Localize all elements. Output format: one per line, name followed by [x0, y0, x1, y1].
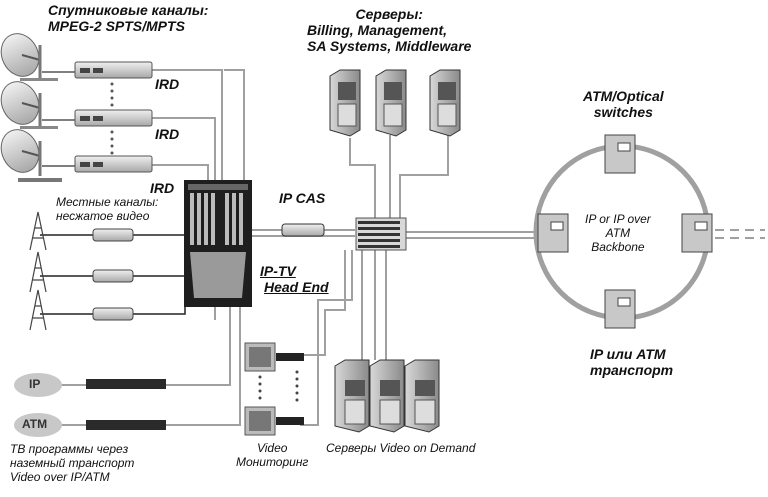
servers-title: Серверы: Billing, Management, SA Systems… [307, 6, 471, 54]
transport-line1: IP или ATM [590, 346, 666, 362]
monitor-display-icon [244, 406, 304, 436]
satellite-title-line2: MPEG-2 SPTS/MPTS [48, 18, 185, 35]
ird-dots [110, 82, 114, 155]
connections [60, 69, 765, 426]
atm-switches-line2: switches [593, 104, 653, 121]
server-tower-icon [404, 359, 440, 433]
link-monitor [300, 250, 353, 426]
ird-device-icon [42, 61, 153, 79]
server-tower-icon [334, 359, 370, 433]
encoder-device-icon [92, 228, 134, 242]
local-channels-label: Местные каналы: несжатое видео [56, 195, 159, 224]
atm-switch-icon [604, 289, 636, 329]
atm-ring [533, 134, 713, 329]
local-channels-line1: Местные каналы: [56, 195, 159, 209]
atm-switch-icon [537, 213, 569, 253]
link-sat-bus [224, 69, 245, 182]
server-tower-icon [329, 69, 361, 137]
vod-servers-label: Серверы Video on Demand [326, 441, 476, 455]
ird-label-3: IRD [150, 180, 175, 196]
antenna-tower-icon [29, 289, 47, 331]
satellite-title-line1: Спутниковые каналы: [48, 2, 209, 18]
terrestrial-antennas [29, 211, 47, 331]
link-atm-cloud [60, 300, 241, 426]
transport-line2: транспорт [590, 362, 674, 379]
cloud-atm-label: ATM [22, 417, 48, 431]
ird-device-icon [42, 109, 153, 127]
link-ird-3 [152, 164, 209, 182]
atm-switch-icon [604, 134, 636, 174]
satellite-dish-icon [0, 33, 42, 80]
link-server-1 [349, 138, 376, 218]
encoder-device-icon [92, 269, 134, 283]
terrestrial-line3: Video over IP/ATM [10, 469, 110, 484]
monitoring-label: Video Мониторинг [236, 441, 309, 470]
backbone-label: IP or IP over ATM Backbone [585, 212, 651, 254]
ird-label-2: IRD [155, 126, 180, 142]
ird-label-1: IRD [155, 76, 180, 92]
atm-switches-line1: ATM/Optical [583, 88, 664, 104]
servers-title-line1: Серверы: [355, 6, 423, 22]
core-switch-icon [355, 217, 407, 251]
management-servers [329, 69, 461, 137]
server-tower-icon [369, 359, 405, 433]
link-ird-1 [152, 69, 223, 182]
transport-modem-icon [86, 379, 166, 389]
server-tower-icon [375, 69, 407, 137]
link-server-3 [399, 135, 449, 218]
backbone-line2: ATM [605, 225, 631, 240]
local-encoders [92, 228, 134, 321]
link-ip-cloud [60, 300, 231, 386]
satellite-dish-icon [0, 78, 58, 128]
local-channels-line2: несжатое видео [56, 208, 150, 223]
antenna-tower-icon [29, 211, 47, 251]
atm-switches-label: ATM/Optical switches [583, 88, 664, 120]
antenna-tower-icon [29, 251, 47, 293]
headend-line2: Head End [264, 279, 329, 296]
satellite-dish-icon [0, 126, 62, 182]
terrestrial-line1: ТВ программы через [10, 442, 129, 456]
atm-cloud-icon [14, 413, 62, 437]
monitoring-line2: Мониторинг [236, 454, 309, 469]
satellite-dishes [0, 33, 62, 182]
link-monitor-2 [300, 250, 346, 356]
servers-title-line2: Billing, Management, [307, 22, 448, 39]
monitoring-line1: Video [256, 441, 288, 455]
atm-switch-icon [681, 213, 713, 253]
ip-cas-label: IP CAS [279, 190, 326, 206]
transport-label: IP или ATM транспорт [590, 346, 673, 378]
ip-cas-device-icon [281, 223, 325, 237]
satellite-channels-title: Спутниковые каналы: MPEG-2 SPTS/MPTS [48, 2, 208, 34]
ip-cloud-icon [14, 373, 62, 397]
terrestrial-line2: наземный транспорт [10, 455, 135, 470]
monitoring [244, 342, 304, 436]
link-ird-2 [152, 117, 216, 182]
encoder-device-icon [92, 307, 134, 321]
cloud-ip-label: IP [29, 377, 41, 391]
servers-title-line3: SA Systems, Middleware [307, 38, 472, 55]
server-tower-icon [429, 69, 461, 137]
terrestrial-label: ТВ программы через наземный транспорт Vi… [10, 442, 135, 484]
ird-device-icon [42, 155, 153, 173]
transport-modem-icon [86, 420, 166, 430]
headend-line1: IP-TV [260, 263, 296, 279]
monitor-display-icon [244, 342, 304, 372]
backbone-line3: Backbone [591, 239, 645, 254]
headend-label: IP-TV Head End [260, 263, 329, 295]
backbone-line1: IP or IP over [585, 212, 651, 226]
headend-chassis-icon [184, 180, 252, 307]
terrestrial-transport [14, 373, 166, 437]
vod-servers [334, 359, 440, 433]
ird-receivers [42, 61, 153, 173]
